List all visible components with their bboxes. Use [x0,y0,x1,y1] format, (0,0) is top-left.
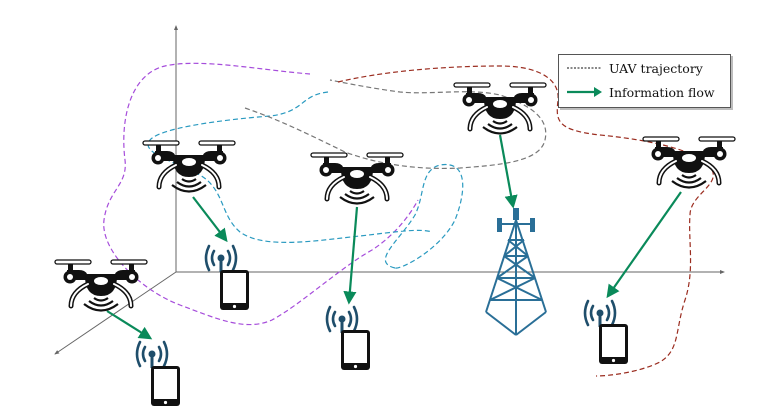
wireless-signal-icon [135,340,169,370]
wireless-signal-icon [325,305,359,335]
drone-icon [143,141,235,192]
legend: UAV trajectory Information flow [558,54,731,108]
legend-label-flow: Information flow [609,84,715,100]
trajectory-red [337,65,714,377]
wireless-signal-icon [204,244,238,274]
flow-arrow-5 [606,191,682,299]
drone-icon [454,83,546,134]
flow-arrow-3 [343,206,359,305]
tablet-icon [151,366,180,406]
information-flows [106,134,682,340]
tablet-icon [599,324,628,364]
axes [54,25,725,355]
trajectory-cyan [147,91,464,269]
legend-label-trajectory: UAV trajectory [609,60,703,76]
green-arrow-icon [567,87,602,97]
drone-icon [311,153,403,204]
legend-item-trajectory: UAV trajectory [565,58,725,78]
flow-arrow-4 [498,134,518,209]
drone-icon [55,260,147,311]
legend-item-flow: Information flow [565,82,725,102]
trajectory-gray [244,79,547,169]
cell-tower-icon [485,208,547,336]
wireless-signal-icon [583,299,617,329]
flow-arrow-2 [106,310,153,340]
trajectory-purple [103,62,419,326]
uav-trajectories [103,62,714,377]
tablet-icon [220,270,249,310]
user-devices [135,244,628,406]
axis-depth [54,271,177,355]
tablet-icon [341,330,370,370]
dashed-line-icon [567,67,601,69]
uav-drones [55,83,735,311]
drone-icon [643,137,735,188]
flow-arrow-1 [192,196,228,243]
